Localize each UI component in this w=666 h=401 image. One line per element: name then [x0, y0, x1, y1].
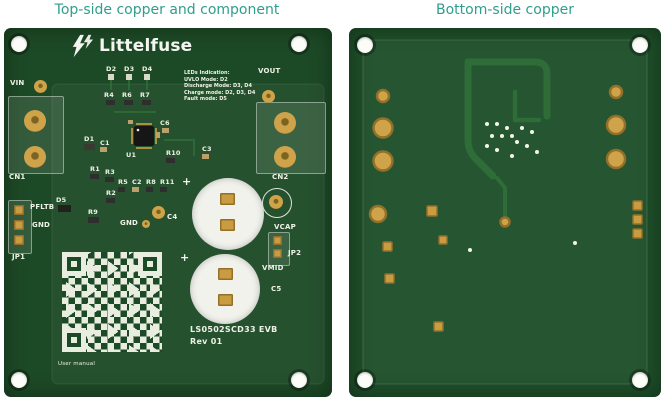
- refdes-c1: C1: [100, 139, 110, 147]
- label-vin: VIN: [10, 79, 25, 87]
- cap-pad: [220, 193, 235, 205]
- refdes-r7: R7: [140, 91, 150, 99]
- refdes-r3: R3: [105, 168, 115, 176]
- refdes-d2: D2: [106, 65, 117, 73]
- label-cn2: CN2: [272, 173, 289, 181]
- label-vmid: VMID: [262, 264, 284, 272]
- refdes-c6: C6: [160, 119, 170, 127]
- led-note-line: LEDs Indication:: [184, 70, 230, 76]
- cap-footprint-c5: [190, 254, 260, 324]
- refdes-r8: R8: [146, 178, 156, 186]
- refdes-d5: D5: [56, 196, 67, 204]
- led-note-line: Discharge Mode: D3, D4: [184, 83, 252, 89]
- jp2-pad: [273, 249, 282, 258]
- mounting-hole: [291, 372, 307, 388]
- led-note-line: UVLO Mode: D2: [184, 76, 228, 83]
- refdes-u1: U1: [126, 151, 137, 159]
- board-rev: Rev 01: [190, 337, 223, 346]
- smd-pads: [382, 200, 643, 332]
- pcb-bottom-side-photo: [349, 28, 661, 397]
- jp1-pad: [14, 235, 24, 245]
- refdes-c2: C2: [132, 178, 142, 186]
- led-note-line: Charge mode: D2, D3, D4: [184, 89, 256, 96]
- copper-traces: [110, 80, 195, 156]
- refdes-r11: R11: [160, 178, 175, 186]
- qr-code: [62, 252, 162, 352]
- board-title: LS0502SCD33 EVB: [190, 325, 278, 334]
- qr-finder: [62, 328, 86, 352]
- cap-pad: [218, 268, 233, 280]
- refdes-c4: C4: [167, 213, 178, 221]
- refdes-r4: R4: [104, 91, 114, 99]
- label-jp2: JP2: [288, 249, 302, 257]
- caption-bottom-side: Bottom-side copper: [436, 2, 574, 18]
- jp2-pad: [273, 236, 282, 245]
- cn2-pad: [274, 146, 296, 168]
- caption-top-side: Top-side copper and component: [54, 2, 280, 18]
- mounting-hole: [291, 36, 307, 52]
- mounting-hole: [11, 36, 27, 52]
- through-hole-pads: [368, 84, 627, 228]
- qr-finder: [62, 252, 86, 276]
- vout-pad: [262, 90, 275, 103]
- cap-pad: [218, 294, 233, 306]
- label-pfltb: PFLTB: [30, 203, 55, 211]
- led-note-line: Fault mode: D5: [184, 96, 227, 102]
- bottom-side-copper-layer: [362, 39, 648, 385]
- refdes-d4: D4: [142, 65, 153, 73]
- label-cn1: CN1: [9, 173, 26, 181]
- gnd-pad: [142, 220, 150, 228]
- cap-footprint-cx: [192, 178, 264, 250]
- plus-polarity-mark: +: [180, 251, 190, 264]
- qr-finder: [138, 252, 162, 276]
- u1-ic-chip: [131, 123, 157, 149]
- led-indication-note: LEDs Indication: UVLO Mode: D2 Discharge…: [184, 70, 268, 103]
- mounting-hole: [11, 372, 27, 388]
- via-dots: [468, 122, 577, 252]
- cap-pad: [220, 219, 235, 231]
- plus-polarity-mark: +: [182, 175, 192, 188]
- copper-traces: [464, 58, 551, 218]
- mounting-hole: [632, 37, 648, 53]
- refdes-r9: R9: [88, 208, 98, 216]
- c4-pad: [152, 206, 165, 219]
- mounting-hole: [632, 372, 648, 388]
- label-vcap: VCAP: [274, 223, 296, 231]
- littelfuse-logo-icon: [72, 34, 94, 58]
- refdes-r10: R10: [166, 149, 181, 157]
- cn1-pad: [24, 146, 46, 168]
- jp1-pad: [14, 220, 24, 230]
- vcap-pad: [269, 195, 283, 209]
- label-gnd: GND: [32, 221, 51, 229]
- label-jp1: JP1: [12, 253, 26, 261]
- refdes-d3: D3: [124, 65, 135, 73]
- refdes-c3: C3: [202, 145, 212, 153]
- cn2-pad: [274, 112, 296, 134]
- mounting-hole: [357, 37, 373, 53]
- jp1-pad: [14, 205, 24, 215]
- refdes-d1: D1: [84, 135, 95, 143]
- vin-pad: [34, 80, 47, 93]
- label-vout: VOUT: [258, 67, 281, 75]
- refdes-c5: C5: [271, 285, 282, 293]
- pcb-top-side-photo: Littelfuse + +: [4, 28, 332, 397]
- label-gnd: GND: [120, 219, 139, 227]
- user-manual-label: User manual: [58, 361, 96, 367]
- mounting-hole: [357, 372, 373, 388]
- refdes-r6: R6: [122, 91, 132, 99]
- littelfuse-logo: Littelfuse: [70, 34, 192, 58]
- smd-components: [58, 74, 209, 223]
- refdes-r2: R2: [106, 189, 116, 197]
- refdes-r5: R5: [118, 178, 128, 186]
- cn1-pad: [24, 110, 46, 132]
- refdes-r1: R1: [90, 165, 100, 173]
- littelfuse-logo-text: Littelfuse: [99, 36, 193, 56]
